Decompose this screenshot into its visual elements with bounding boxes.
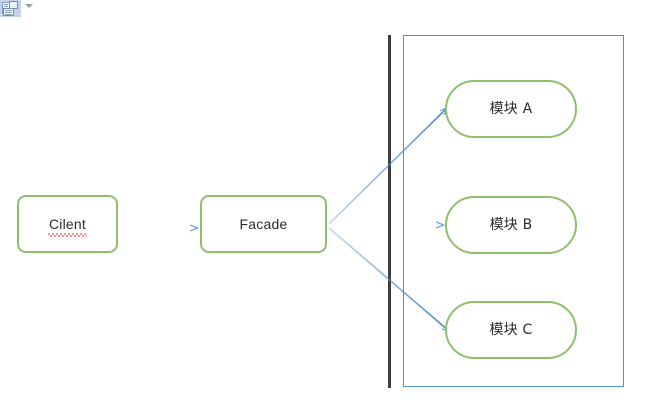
node-module-c[interactable]: 模块 C	[445, 301, 577, 359]
node-module-c-label: 模块 C	[489, 321, 533, 338]
chevron-down-icon[interactable]	[25, 4, 33, 8]
paste-icon[interactable]	[0, 0, 21, 17]
node-facade[interactable]: Facade	[200, 195, 327, 253]
node-module-b[interactable]: 模块 B	[445, 196, 577, 254]
paste-sheet-front-icon	[3, 8, 14, 16]
node-module-b-label: 模块 B	[489, 216, 533, 233]
node-client[interactable]: Cilent	[17, 195, 118, 253]
subsystem-divider-bar	[388, 35, 391, 388]
node-module-a[interactable]: 模块 A	[445, 80, 577, 138]
node-facade-label: Facade	[239, 215, 288, 232]
node-client-label: Cilent	[48, 215, 87, 238]
paste-control[interactable]	[0, 0, 34, 17]
node-module-a-label: 模块 A	[489, 100, 533, 117]
